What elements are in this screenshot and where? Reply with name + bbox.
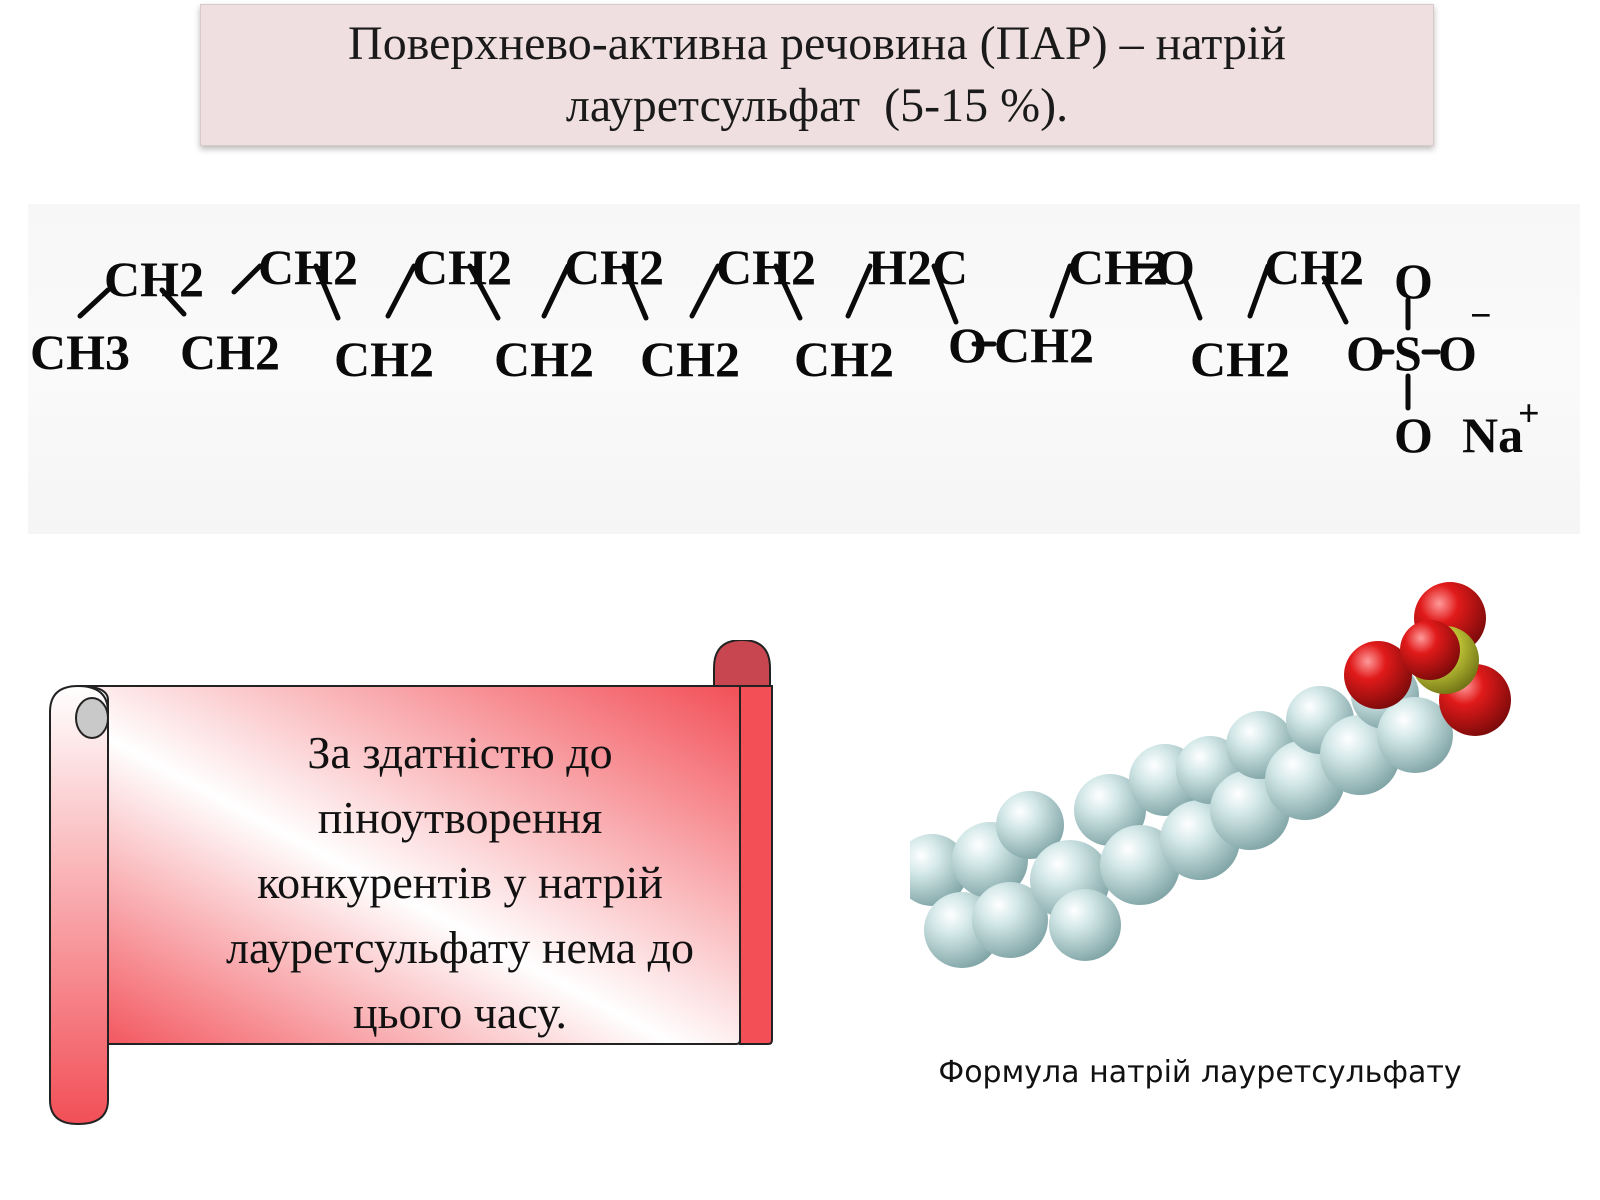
formula-group: O — [1394, 253, 1433, 309]
scroll-text-line: За здатністю до — [307, 727, 613, 778]
formula-group: CH2 — [640, 331, 740, 387]
formula-group: CH2 — [104, 251, 204, 307]
formula-group: O — [1346, 325, 1385, 381]
sodium-charge: + — [1518, 393, 1540, 435]
scroll-banner: За здатністю до піноутворення конкуренті… — [40, 640, 800, 1140]
formula-group: CH2 — [994, 317, 1094, 373]
formula-group: CH2 — [564, 239, 664, 295]
scroll-text-line: піноутворення — [317, 792, 603, 843]
formula-group: CH2 — [716, 239, 816, 295]
formula-group: H2C — [868, 239, 968, 295]
formula-group: O — [948, 317, 987, 373]
formula-group: CH2 — [1264, 239, 1364, 295]
title-line-1: Поверхнево-активна речовина (ПАР) – натр… — [348, 17, 1286, 70]
scroll-text: За здатністю до піноутворення конкуренті… — [150, 720, 770, 1045]
formula-group: S — [1394, 325, 1422, 381]
formula-group: CH2 — [334, 331, 434, 387]
scroll-text-line: лауретсульфату нема до — [225, 922, 695, 973]
formula-group: CH2 — [258, 239, 358, 295]
structural-formula: CH3 CH2 CH2 CH2 CH2 CH2 CH2 CH2 CH2 CH2 … — [28, 204, 1580, 534]
space-filling-model — [910, 582, 1511, 968]
title-line-2: лауретсульфат (5-15 %). — [565, 79, 1069, 132]
formula-group: CH2 — [494, 331, 594, 387]
molecule-model-image — [910, 580, 1570, 1020]
formula-group: CH3 — [30, 324, 130, 380]
formula-group: CH2 — [1068, 239, 1168, 295]
title-box: Поверхнево-активна речовина (ПАР) – натр… — [200, 4, 1434, 146]
structural-formula-diagram: CH3 CH2 CH2 CH2 CH2 CH2 CH2 CH2 CH2 CH2 … — [30, 239, 1540, 463]
formula-group: CH2 — [794, 331, 894, 387]
formula-group: O — [1394, 407, 1433, 463]
formula-group: O — [1438, 325, 1477, 381]
oxygen-charge: − — [1470, 295, 1492, 337]
formula-group: CH2 — [1190, 331, 1290, 387]
molecule-caption: Формула натрій лауретсульфату — [938, 1055, 1462, 1090]
scroll-shape — [49, 640, 773, 1126]
formula-group: Na — [1462, 407, 1523, 463]
formula-group: CH2 — [180, 324, 280, 380]
scroll-text-line: конкурентів у натрій — [257, 857, 663, 908]
formula-group: O — [1156, 239, 1195, 295]
scroll-text-line: цього часу. — [352, 987, 568, 1038]
formula-group: CH2 — [412, 239, 512, 295]
